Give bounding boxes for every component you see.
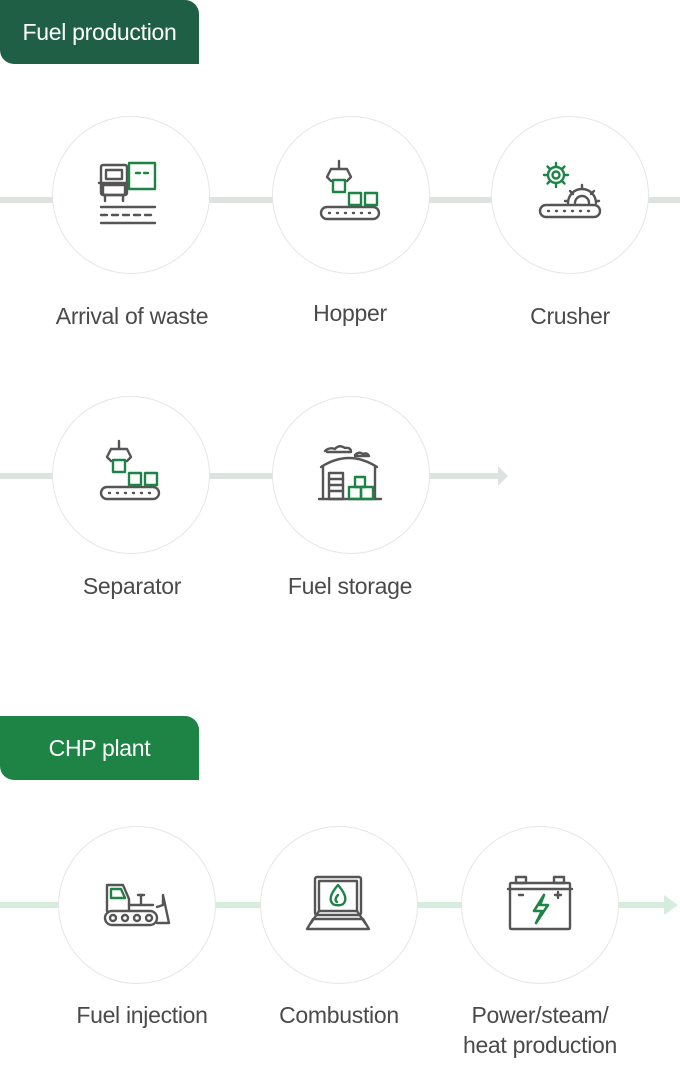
- step-label-crusher: Crusher: [530, 303, 610, 329]
- step-hopper: [272, 116, 430, 274]
- step-label-fuel-storage: Fuel storage: [287, 573, 413, 599]
- step-crusher: [491, 116, 649, 274]
- row2-connector-line: [0, 473, 500, 479]
- storage-icon: [317, 445, 383, 501]
- step-fuel-storage: [272, 396, 430, 554]
- row3-arrow-head: [664, 895, 678, 915]
- row2-arrow-head: [498, 466, 508, 486]
- hopper-icon: [319, 159, 381, 221]
- crusher-icon: [538, 161, 602, 219]
- step-label-arrival: Arrival of waste: [55, 303, 209, 329]
- step-separator: [52, 396, 210, 554]
- step-arrival-of-waste: [52, 116, 210, 274]
- chp-plant-title: CHP plant: [48, 734, 151, 761]
- fuel-production-title: Fuel production: [22, 18, 177, 45]
- step-label-fuel-injection: Fuel injection: [76, 1002, 208, 1028]
- furnace-icon: [305, 875, 371, 931]
- bulldozer-icon: [103, 883, 171, 927]
- truck-icon: [97, 161, 157, 225]
- step-fuel-injection: [58, 826, 216, 984]
- step-label-power-line1: Power/steam/: [471, 1002, 609, 1028]
- separator-icon: [99, 439, 161, 501]
- battery-icon: [506, 875, 574, 931]
- step-combustion: [260, 826, 418, 984]
- step-label-power-line2: heat production: [462, 1032, 618, 1058]
- chp-plant-tag: CHP plant: [0, 716, 199, 780]
- step-label-power-production: Power/steam/ heat production: [440, 1000, 640, 1060]
- step-label-hopper: Hopper: [313, 300, 387, 326]
- step-label-separator: Separator: [82, 573, 182, 599]
- step-label-combustion: Combustion: [279, 1002, 399, 1028]
- fuel-production-tag: Fuel production: [0, 0, 199, 64]
- step-power-production: [461, 826, 619, 984]
